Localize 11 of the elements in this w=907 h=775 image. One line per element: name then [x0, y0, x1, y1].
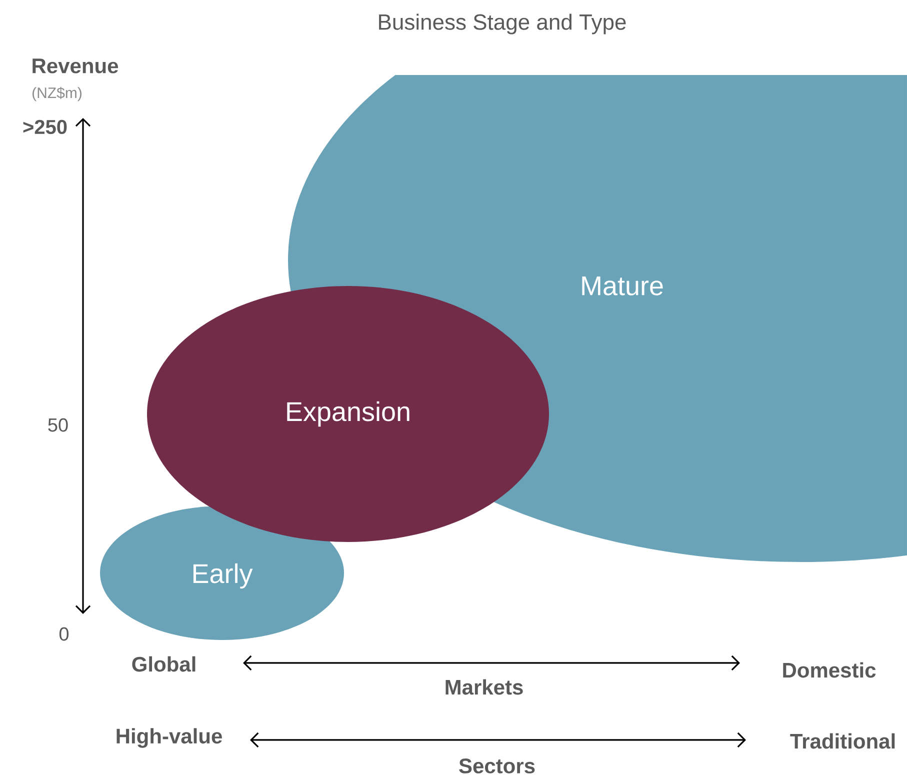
axis-label: Markets	[446, 679, 523, 695]
axis-label: 0	[59, 627, 69, 641]
axis-label: Revenue	[32, 58, 118, 74]
axis-label: 50	[48, 418, 68, 432]
axis-label: Domestic	[783, 662, 876, 678]
axis-label: >250	[23, 120, 67, 134]
axis-label: Traditional	[790, 733, 895, 749]
axis-label: High-value	[116, 728, 222, 748]
axis-label: Sectors	[459, 758, 535, 774]
title: Business Stage and Type	[379, 14, 626, 34]
axis-label: (NZ$m)	[32, 86, 82, 102]
